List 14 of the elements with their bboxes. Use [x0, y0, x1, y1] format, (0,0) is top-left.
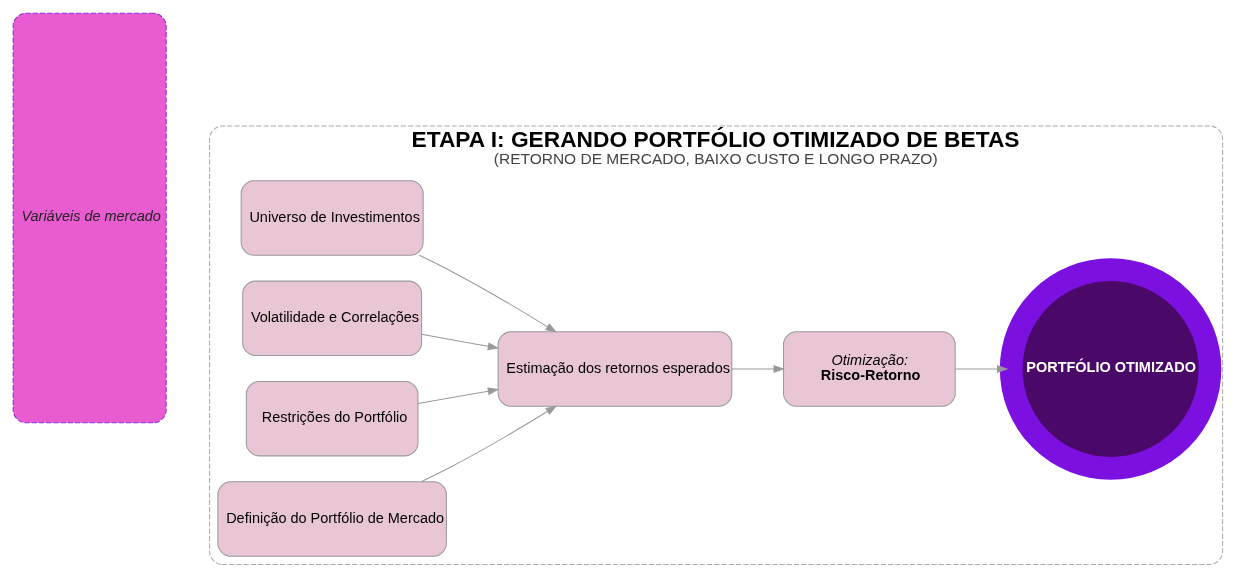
arrow: [420, 333, 499, 351]
arrow: [420, 405, 557, 483]
node-box: Universo de Investimentos: [240, 180, 424, 256]
arrow: [954, 365, 1008, 373]
node-box: Volatilidade e Correlações: [241, 280, 422, 357]
node-box: Estimação dos retornos esperados: [497, 331, 732, 407]
node-box: Definição do Portfólio de Mercado: [216, 481, 447, 557]
arrow: [730, 365, 785, 373]
node-box: Restrições do Portfólio: [245, 380, 418, 457]
node-box: Otimização: Risco-Retorno: [782, 331, 956, 407]
node-circle: PORTFÓLIO OTIMIZADO: [999, 258, 1221, 480]
arrow: [417, 387, 499, 405]
node-box: Variáveis de mercado: [12, 12, 167, 424]
arrow: [418, 254, 557, 333]
